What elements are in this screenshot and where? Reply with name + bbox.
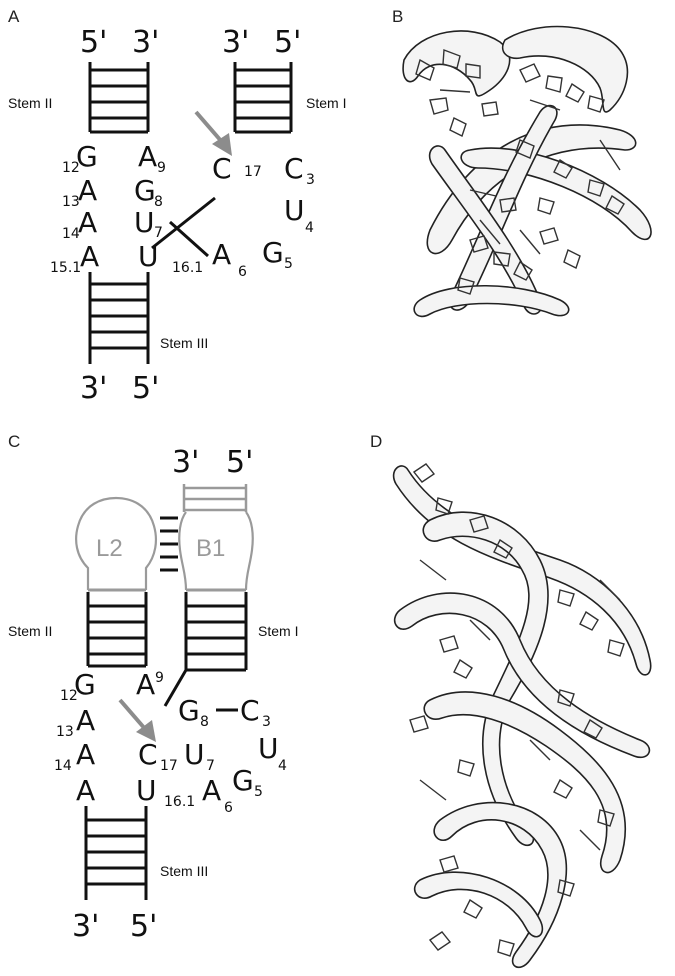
panel-d-label: D: [370, 432, 382, 451]
nucleotide-a14: A: [76, 738, 95, 771]
stem-i-terminal-helix: [184, 484, 246, 512]
nucleotide-c3: C: [240, 694, 260, 727]
stem-i-helix: [165, 590, 246, 706]
bulge-b1: B1: [179, 512, 253, 590]
cleavage-arrow: [120, 700, 156, 742]
stem-iii-helix: [86, 806, 146, 900]
nucleotide-a6: A: [212, 238, 231, 271]
stem-i-helix: [235, 62, 291, 132]
nucleotide-index: 16.1: [164, 794, 195, 810]
three-prime-label: 3': [132, 25, 159, 60]
nucleotide-index: 5: [254, 784, 263, 800]
stem-ii-label: Stem II: [8, 95, 52, 111]
panel-b-label: B: [392, 7, 403, 26]
nucleotide-u7: U: [134, 206, 155, 239]
three-prime-label: 3': [80, 371, 107, 406]
nucleotide-u7: U: [184, 738, 205, 771]
nucleotide-index: 4: [305, 220, 314, 236]
nucleotide-a14: A: [78, 206, 97, 239]
nucleotide-g8: G: [134, 174, 156, 207]
stem-iii-label: Stem III: [160, 863, 208, 879]
nucleotide-index: 3: [262, 714, 271, 730]
nucleotide-g8: G: [178, 694, 200, 727]
nucleotide-index: 9: [155, 670, 164, 686]
nucleotide-g12: G: [74, 668, 96, 701]
nucleotide-g5: G: [232, 764, 254, 797]
stem-i-label: Stem I: [306, 95, 346, 111]
stem-ii-helix: [88, 590, 146, 666]
nucleotide-index: 5: [284, 256, 293, 272]
nucleotide-index: 15.1: [50, 260, 81, 276]
nucleotide-index: 4: [278, 758, 287, 774]
nucleotide-a13: A: [76, 704, 95, 737]
nucleotide-a13: A: [78, 174, 97, 207]
panel-c-label: C: [8, 432, 20, 451]
nucleotide-index: 13: [56, 724, 74, 740]
nucleotide-c17: C: [212, 152, 232, 185]
five-prime-label: 5': [226, 445, 253, 480]
nucleotide-u4: U: [258, 732, 279, 765]
stem-ii-helix: [90, 62, 148, 132]
nucleotide-a6: A: [202, 774, 221, 807]
loop-bulge-tertiary-contacts: [160, 518, 178, 570]
nucleotide-index: 14: [54, 758, 72, 774]
nucleotide-index: 16.1: [172, 260, 203, 276]
crystal-structure-ribbon: [403, 27, 651, 317]
stem-ii-label: Stem II: [8, 623, 52, 639]
nucleotide-g12: G: [76, 140, 98, 173]
three-prime-label: 3': [222, 25, 249, 60]
panel-d: D: [370, 432, 651, 967]
panel-a: A 5' 3' 3' 5' Stem II Stem I 12 G A 9 13…: [8, 7, 346, 406]
five-prime-label: 5': [274, 25, 301, 60]
stem-iii-helix: [90, 272, 148, 364]
stem-i-label: Stem I: [258, 623, 298, 639]
panel-c: C 3' 5' L2 B1 Stem II St: [8, 432, 298, 944]
nucleotide-u4: U: [284, 194, 305, 227]
nucleotide-index: 6: [224, 800, 233, 816]
five-prime-label: 5': [130, 909, 157, 944]
panel-b: B: [392, 7, 651, 316]
panel-a-label: A: [8, 7, 20, 26]
five-prime-label: 5': [80, 25, 107, 60]
five-prime-label: 5': [132, 371, 159, 406]
nucleotide-index: 8: [154, 194, 163, 210]
stem-iii-label: Stem III: [160, 335, 208, 351]
cleavage-arrow: [196, 112, 232, 156]
nucleotide-c17: C: [138, 738, 158, 771]
nucleotide-c3: C: [284, 152, 304, 185]
crystal-structure-ribbon: [394, 464, 651, 967]
nucleotide-a15-1: A: [80, 240, 99, 273]
nucleotide-a9: A: [136, 668, 155, 701]
nucleotide-index: 3: [306, 172, 315, 188]
nucleotide-g5: G: [262, 236, 284, 269]
nucleotide-index: 8: [200, 714, 209, 730]
nucleotide-a9: A: [138, 140, 157, 173]
loop-l2-label: L2: [96, 535, 123, 562]
nucleotide-u16-1: U: [136, 774, 157, 807]
three-prime-label: 3': [72, 909, 99, 944]
bulge-b1-label: B1: [196, 535, 225, 562]
loop-l2: L2: [76, 498, 156, 590]
three-prime-label: 3': [172, 445, 199, 480]
nucleotide-index: 17: [160, 758, 178, 774]
nucleotide-index: 6: [238, 264, 247, 280]
nucleotide-index: 9: [157, 160, 166, 176]
nucleotide-index: 7: [206, 758, 215, 774]
nucleotide-index: 17: [244, 164, 262, 180]
nucleotide-a15: A: [76, 774, 95, 807]
